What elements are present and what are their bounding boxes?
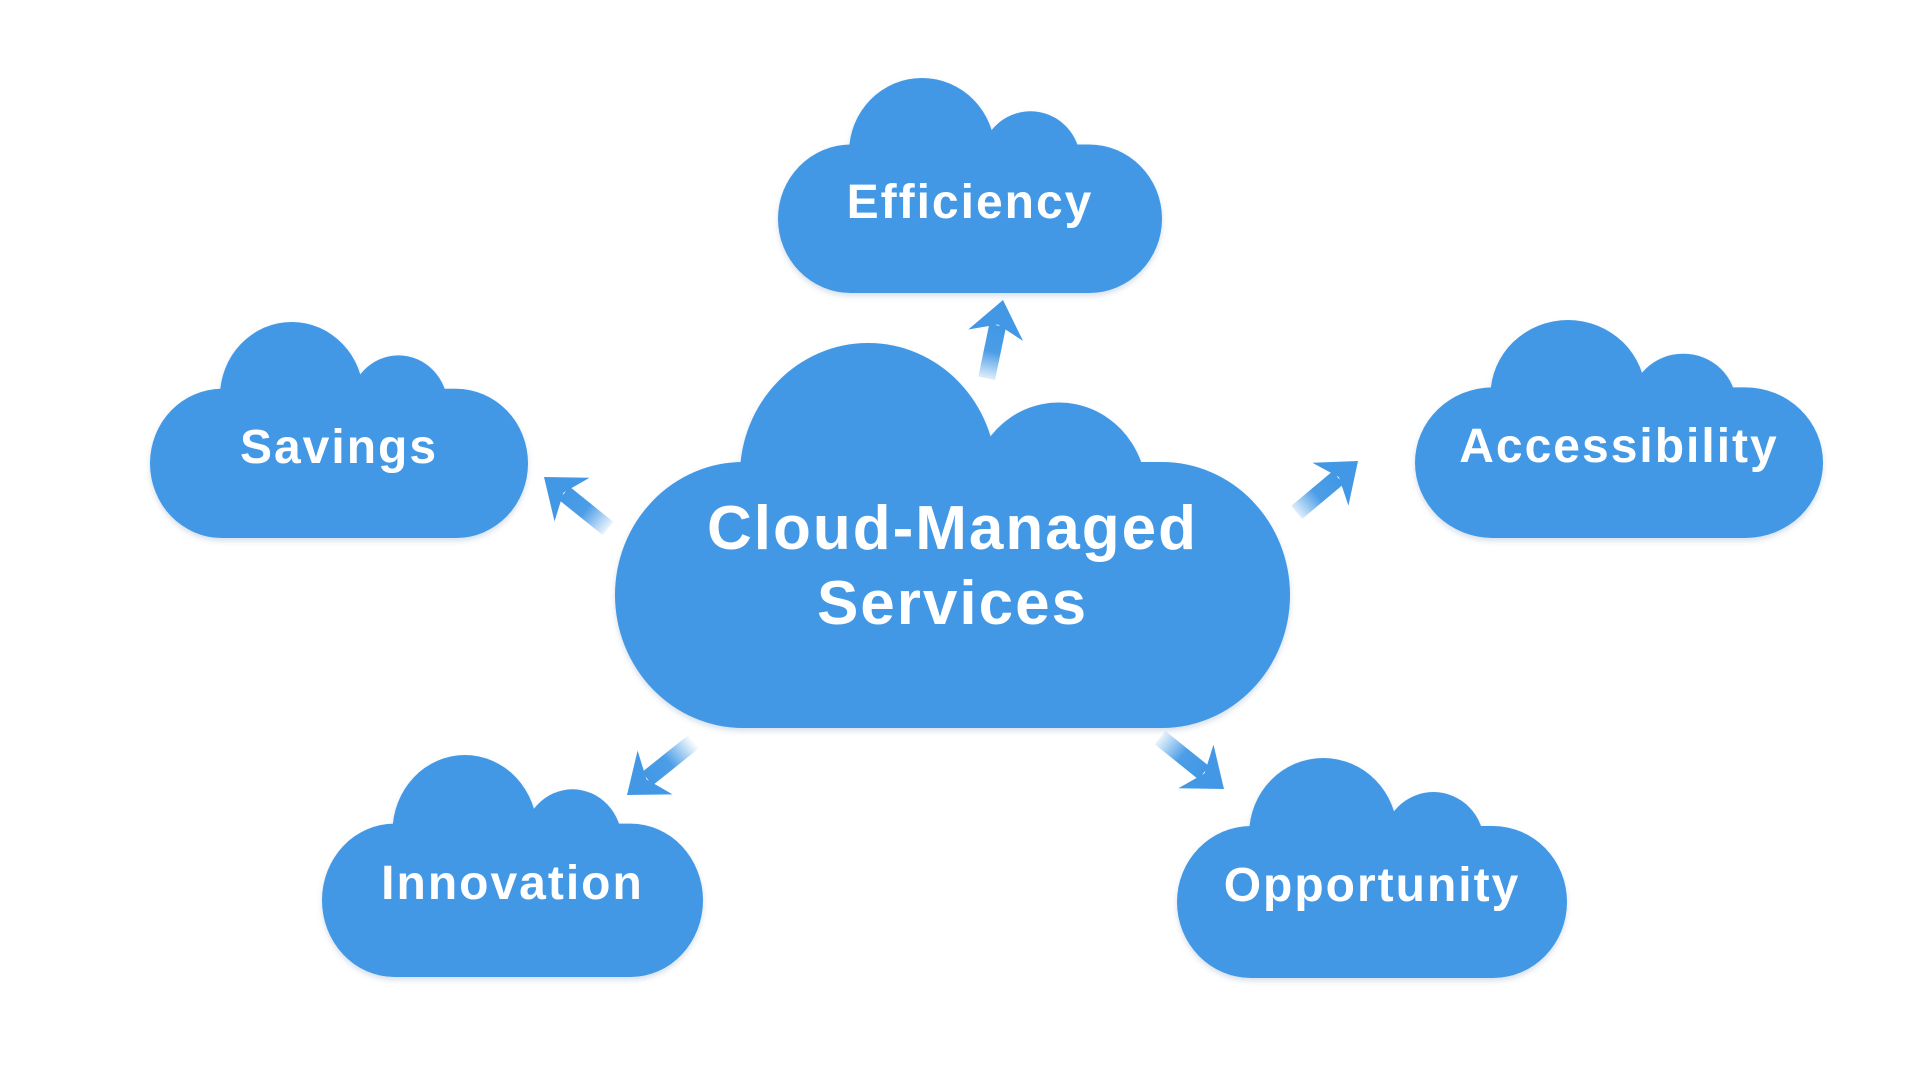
cloud-icon [322, 755, 703, 977]
cloud-icon [1415, 320, 1823, 538]
arrow-up-left-icon [544, 477, 614, 536]
node-accessibility: Accessibility [1415, 320, 1823, 538]
cloud-icon [150, 322, 528, 538]
cloud-icon [1177, 758, 1567, 978]
cloud-icon [778, 78, 1162, 293]
central-node-cloud-managed-services: Cloud-Managed Services [615, 343, 1290, 728]
cloud-icon [615, 343, 1290, 728]
arrow-up-right-icon [1291, 461, 1358, 519]
arrow-down-right-icon [1154, 730, 1224, 789]
node-savings: Savings [150, 322, 528, 538]
node-opportunity: Opportunity [1177, 758, 1567, 978]
arrow-up-icon [968, 300, 1024, 381]
node-efficiency: Efficiency [778, 78, 1162, 293]
arrow-down-left-icon [627, 733, 701, 795]
node-innovation: Innovation [322, 755, 703, 977]
